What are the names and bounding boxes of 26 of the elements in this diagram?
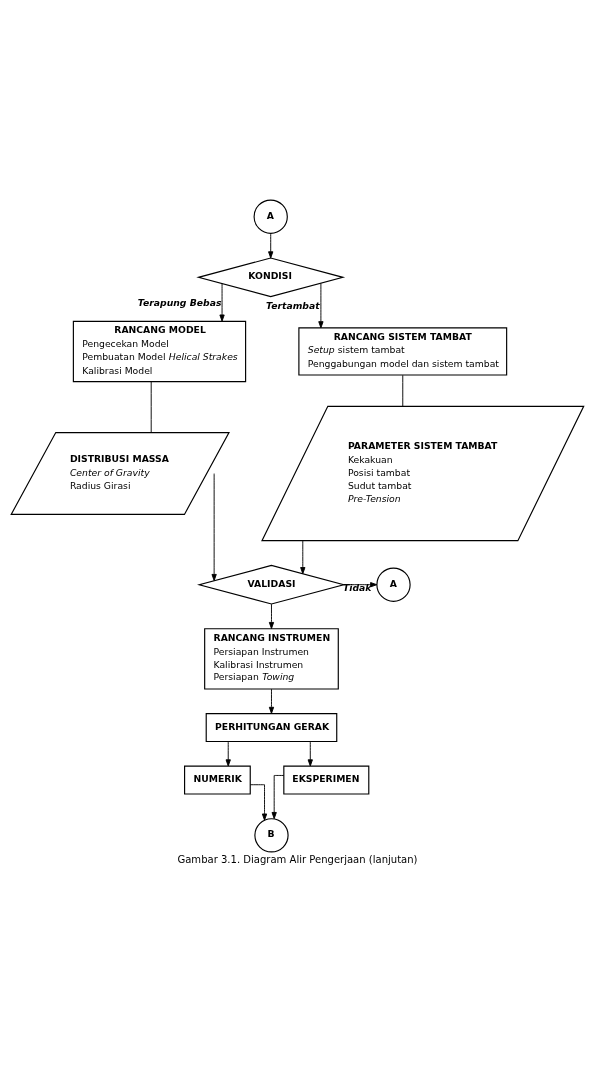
arrow [211, 473, 217, 582]
node-diamond: KONDISI [196, 257, 346, 298]
arrow [268, 688, 275, 714]
node-box: NUMERIK [184, 765, 251, 795]
arrow [268, 233, 274, 259]
node-box: RANCANG MODEL Pengecekan Model Pembuatan Model Helical Strakes Kalibrasi Model [72, 320, 247, 383]
arrow [268, 603, 275, 630]
node-box: RANCANG SISTEM TAMBAT Setup sistem tambat Penggabungan model dan sistem tambat [298, 327, 508, 376]
arrow [219, 283, 225, 322]
node-box: RANCANG INSTRUMEN Persiapan Instrumen Kalibrasi Instrumen Persiapan Towing [204, 628, 339, 690]
node-circle: A [376, 567, 411, 602]
arrow [300, 540, 306, 575]
arrow [249, 784, 268, 821]
node-box: EKSPERIMEN [283, 765, 370, 795]
caption: Gambar 3.1. Diagram Alir Pengerjaan (lanjutan) [177, 854, 418, 866]
connector [150, 381, 152, 433]
connector [402, 374, 404, 407]
node-box: PERHITUNGAN GERAK [205, 713, 338, 743]
edge-label: Tertambat [266, 300, 320, 312]
node-circle: A [253, 199, 288, 234]
arrow [318, 282, 324, 329]
node-circle: B [254, 818, 289, 853]
arrow [225, 741, 231, 767]
edge-label: Terapung Bebas [137, 296, 222, 308]
arrow [307, 741, 313, 767]
arrow [271, 775, 285, 820]
